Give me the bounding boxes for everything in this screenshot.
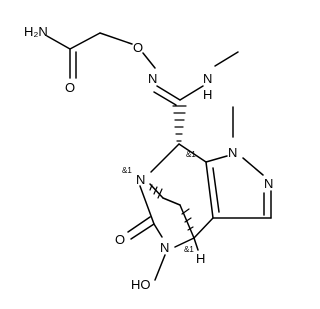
bonds [46, 32, 272, 281]
stereo-annotations: &1 &1 &1 [122, 150, 196, 254]
chemical-structure: H₂N O O N N H N N N O N HO H &1 &1 &1 [24, 24, 273, 292]
hash-stroke [187, 226, 194, 231]
bond-c6-o-2 [127, 216, 151, 233]
stereo-bonds [149, 105, 194, 231]
bond-nh2-carbonyl [46, 35, 71, 50]
atom-hydroxyl: HO [131, 277, 151, 292]
stereo-label-top: &1 [186, 150, 196, 159]
bond-bridge-a-b [162, 197, 181, 206]
bond-n5-oh [154, 254, 166, 281]
atom-oxime-o: O [133, 40, 143, 55]
bond-c6-o-1 [130, 223, 155, 240]
atom-amide-o: O [65, 80, 75, 95]
bond-nh-methyl [214, 51, 239, 67]
stereo-label-upper-left: &1 [122, 166, 132, 175]
bond-oxime-cn-1 [156, 85, 181, 101]
hash-stroke [153, 186, 158, 195]
bond-c3a-c8a-1 [205, 161, 214, 219]
atom-bridgehead-h: H [196, 251, 205, 266]
hash-stroke [157, 188, 163, 199]
atom-urea-n: N [160, 240, 169, 255]
bond-amidine-c-nh [179, 85, 204, 101]
atom-amide-nh2: H₂N [24, 24, 48, 39]
bond-bridge-b-n7 [149, 183, 164, 199]
atom-labels: H₂N O O N N H N N N O N HO H [24, 24, 273, 292]
atom-amidine-n: N [203, 71, 212, 86]
hash-stroke [184, 217, 192, 223]
bond-carbonyl-ch2 [69, 32, 101, 50]
atom-amidine-h: H [203, 87, 212, 102]
atom-urea-o: O [115, 232, 125, 247]
stereo-label-lower: &1 [184, 245, 194, 254]
bond-c3a-c4 [193, 217, 214, 239]
bond-oxime-cn-2 [153, 91, 177, 106]
bond-c4-bridge-a [179, 204, 195, 239]
atom-pyrazole-n1: N [228, 145, 237, 160]
bond-n7-c6 [139, 185, 155, 225]
hash-stroke [181, 208, 190, 215]
atom-bridge-n: N [136, 172, 145, 187]
bond-c8-c8a [178, 143, 207, 163]
hash-stroke [149, 184, 153, 191]
bond-c6-n5 [153, 223, 163, 238]
atom-pyrazole-n2: N [264, 176, 273, 191]
bond-oxime-o-n [142, 52, 156, 69]
bond-c8-n7 [150, 143, 180, 173]
atom-oxime-n: N [148, 71, 157, 86]
bond-ch2-oxime-o [99, 32, 133, 45]
bond-n1-n2 [242, 157, 264, 176]
bond-n5-c4 [174, 237, 195, 248]
bond-c4-h [193, 237, 199, 251]
bond-c8a-n1 [205, 155, 228, 163]
bond-c3a-c8a-2 [212, 167, 220, 213]
